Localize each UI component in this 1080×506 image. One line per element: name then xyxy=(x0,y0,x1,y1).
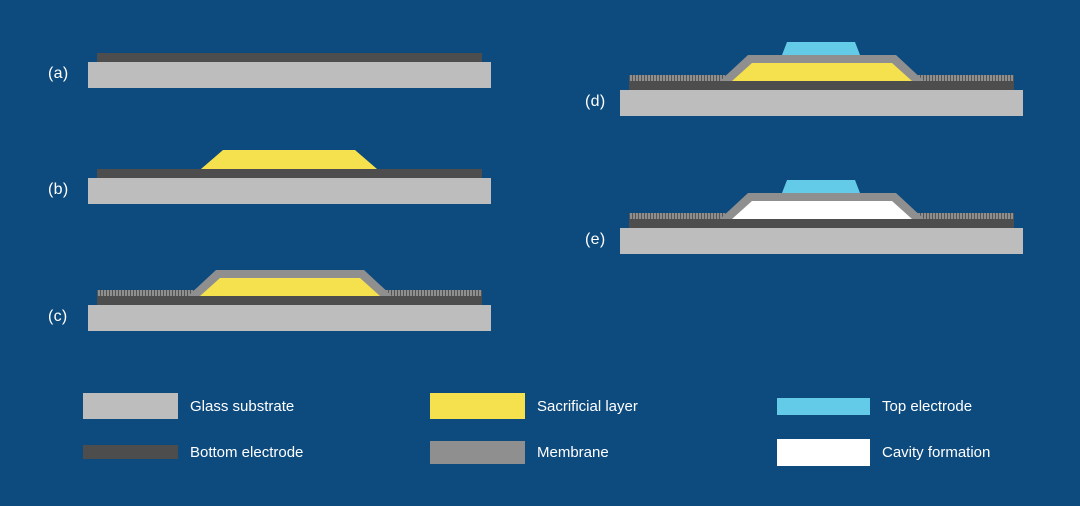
top-electrode-layer xyxy=(782,42,860,55)
legend-item-bottom-electrode: Bottom electrode xyxy=(83,438,303,466)
step-d-drawing xyxy=(620,42,1023,116)
legend-item-cavity-formation: Cavity formation xyxy=(777,438,990,466)
step-b-drawing xyxy=(88,150,491,204)
legend-item-sacrificial-layer: Sacrificial layer xyxy=(430,392,638,420)
step-a-label: (a) xyxy=(48,65,69,82)
step-b-label: (b) xyxy=(48,181,69,198)
step-d-label: (d) xyxy=(585,93,606,110)
bottom-electrode-layer xyxy=(97,53,482,62)
membrane-swatch xyxy=(430,440,525,464)
legend-label: Cavity formation xyxy=(882,443,991,461)
glass-substrate-layer xyxy=(88,62,491,88)
sacrificial-layer xyxy=(200,278,380,296)
legend-item-top-electrode: Top electrode xyxy=(777,392,972,420)
step-e-label: (e) xyxy=(585,231,606,248)
step-c-drawing xyxy=(88,270,491,331)
glass-substrate-layer xyxy=(88,178,491,204)
top-electrode-swatch xyxy=(777,397,870,415)
legend-label: Top electrode xyxy=(882,397,973,415)
sacrificial-layer xyxy=(201,150,377,169)
cavity-layer xyxy=(732,201,912,219)
legend-item-membrane: Membrane xyxy=(430,438,609,466)
bottom-electrode-swatch xyxy=(83,445,178,459)
step-a-drawing xyxy=(88,53,491,88)
cavity-formation-swatch xyxy=(777,438,870,466)
legend-label: Bottom electrode xyxy=(190,443,304,461)
bottom-electrode-layer xyxy=(629,81,1014,90)
bottom-electrode-layer xyxy=(629,219,1014,228)
glass-substrate-swatch xyxy=(83,393,178,419)
legend-label: Membrane xyxy=(537,443,609,461)
sacrificial-layer-swatch xyxy=(430,393,525,419)
bottom-electrode-layer xyxy=(97,296,482,305)
glass-substrate-layer xyxy=(620,90,1023,116)
sacrificial-layer xyxy=(732,63,912,81)
bottom-electrode-layer xyxy=(97,169,482,178)
glass-substrate-layer xyxy=(620,228,1023,254)
legend-label: Glass substrate xyxy=(190,397,295,415)
legend-label: Sacrificial layer xyxy=(537,397,638,415)
step-c-label: (c) xyxy=(48,308,68,325)
top-electrode-layer xyxy=(782,180,860,193)
legend-item-glass-substrate: Glass substrate xyxy=(83,392,294,420)
step-e-drawing xyxy=(620,180,1023,254)
glass-substrate-layer xyxy=(88,305,491,331)
